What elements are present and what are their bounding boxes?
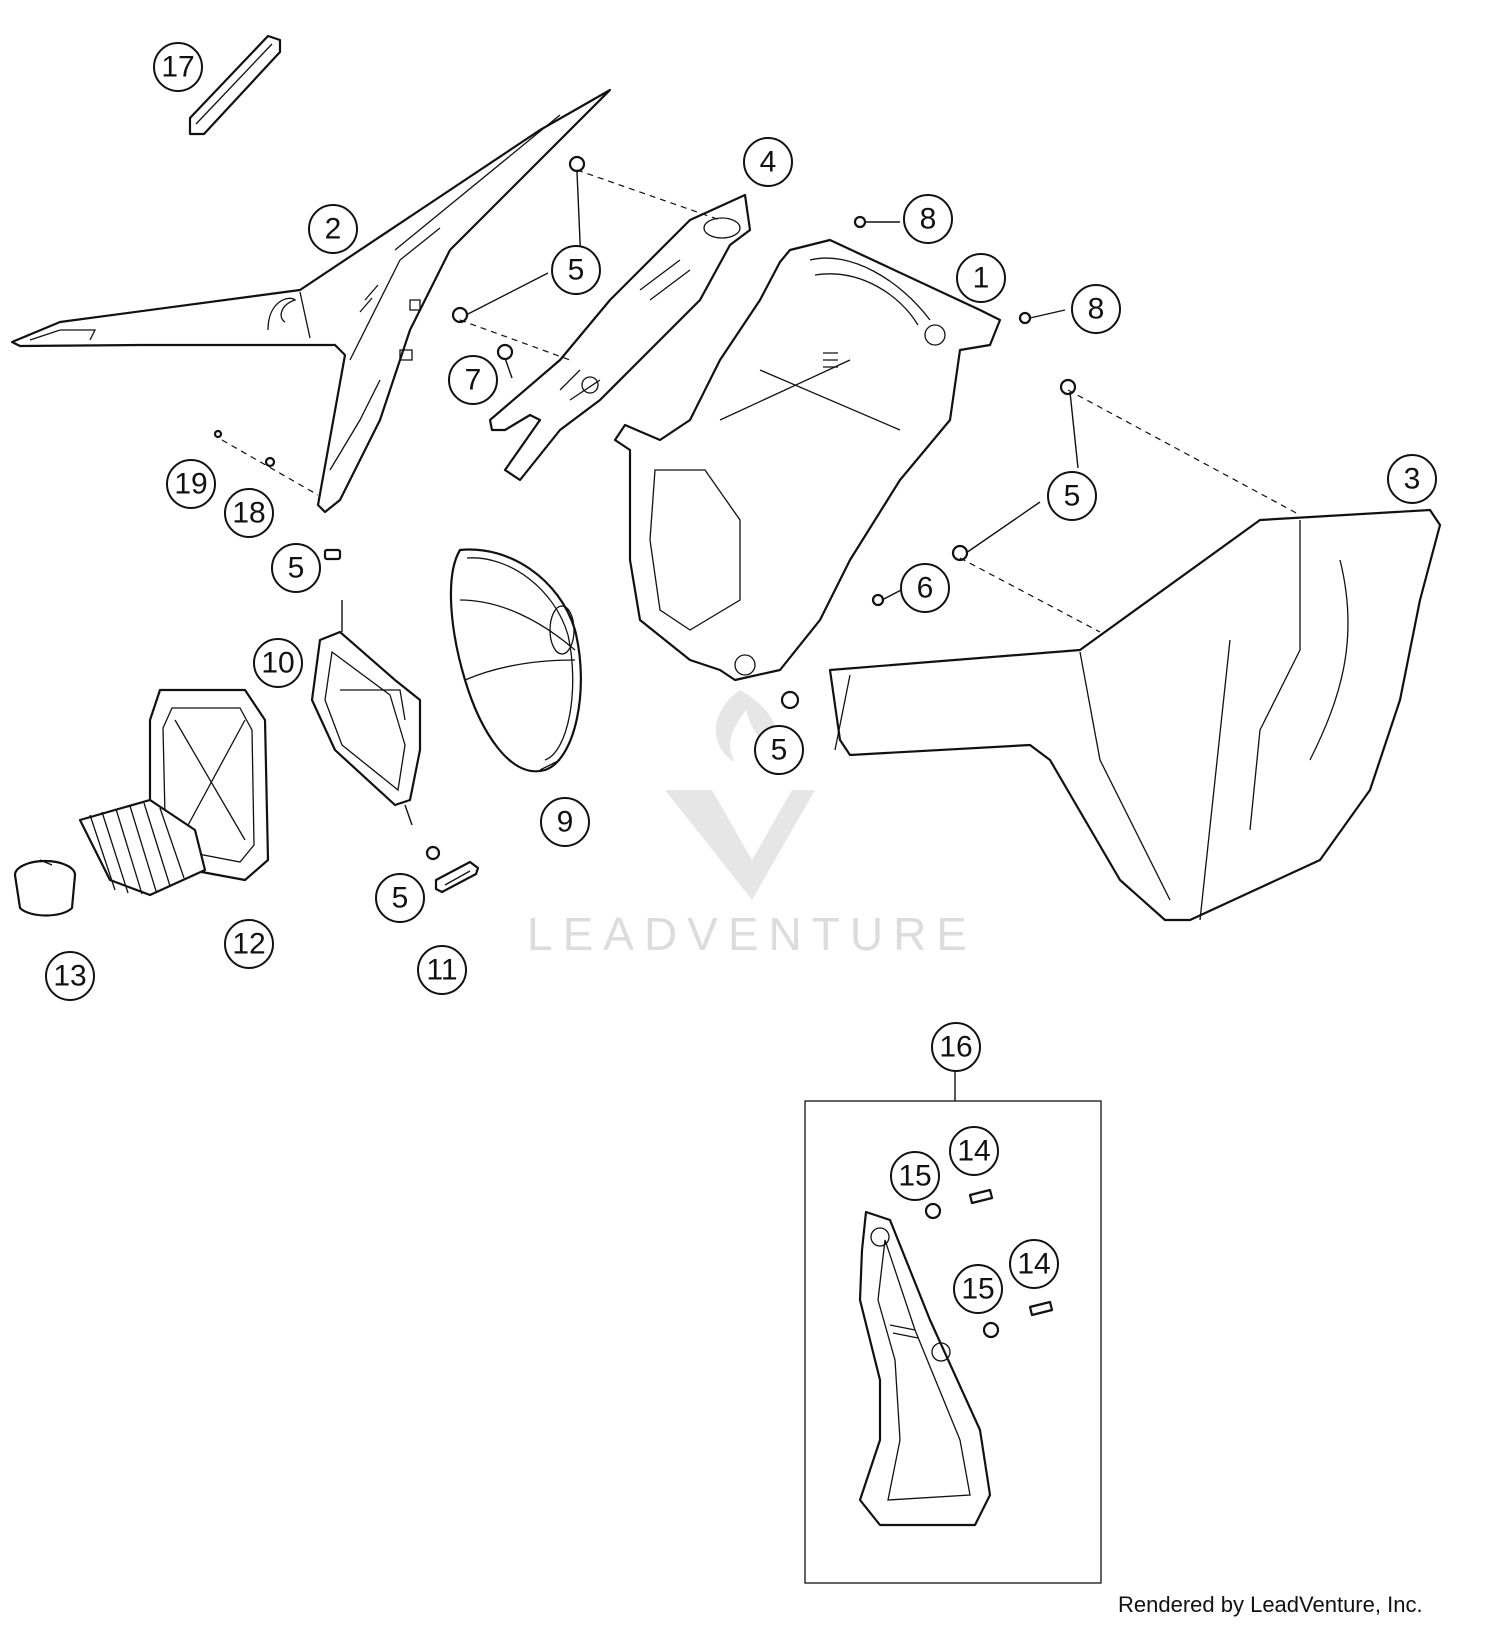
callout-15: 15 [953, 1264, 1003, 1314]
callout-19: 19 [166, 459, 216, 509]
watermark-text: LEADVENTURE [527, 908, 977, 960]
callout-12: 12 [224, 919, 274, 969]
callout-1: 1 [956, 253, 1006, 303]
svg-text:5: 5 [288, 552, 305, 585]
part-11-clip [434, 860, 480, 894]
callout-5: 5 [551, 245, 601, 295]
callout-7: 7 [448, 355, 498, 405]
part-2-left-side-cover [10, 88, 612, 514]
callout-15: 15 [890, 1151, 940, 1201]
kit-16-box [804, 1064, 1102, 1584]
svg-text:13: 13 [53, 960, 86, 993]
part-12-air-filter [78, 688, 270, 897]
svg-text:5: 5 [1064, 480, 1081, 513]
svg-text:19: 19 [174, 468, 207, 501]
part-4-bracket [488, 193, 752, 482]
svg-text:15: 15 [961, 1273, 994, 1306]
svg-text:17: 17 [161, 51, 194, 84]
callout-3: 3 [1387, 454, 1437, 504]
callout-18: 18 [224, 488, 274, 538]
fasteners [213, 155, 1077, 861]
part-9-filter-cage [449, 548, 582, 773]
svg-text:9: 9 [557, 806, 574, 839]
callout-8: 8 [903, 194, 953, 244]
svg-text:2: 2 [325, 213, 342, 246]
render-credit: Rendered by LeadVenture, Inc. [1118, 1592, 1423, 1617]
callout-2: 2 [308, 204, 358, 254]
svg-text:5: 5 [568, 254, 585, 287]
svg-text:3: 3 [1404, 463, 1421, 496]
svg-text:8: 8 [1088, 293, 1105, 326]
svg-text:14: 14 [1017, 1248, 1050, 1281]
callout-5: 5 [375, 873, 425, 923]
part-13-clamp [13, 859, 77, 917]
svg-text:18: 18 [232, 497, 265, 530]
svg-text:4: 4 [760, 146, 777, 179]
callout-9: 9 [540, 797, 590, 847]
svg-text:6: 6 [917, 572, 934, 605]
callout-16: 16 [931, 1022, 981, 1072]
callout-8: 8 [1071, 284, 1121, 334]
callout-5: 5 [288, 551, 305, 584]
svg-text:12: 12 [232, 928, 265, 961]
part-3-right-side-cover [828, 508, 1442, 922]
svg-text:8: 8 [920, 203, 937, 236]
callout-5: 5 [754, 725, 804, 775]
callout-13: 13 [45, 951, 95, 1001]
svg-text:15: 15 [898, 1160, 931, 1193]
svg-text:5: 5 [392, 882, 409, 915]
callout-10: 10 [253, 638, 303, 688]
part-1-air-box [613, 238, 1002, 682]
callout-5: 5 [271, 543, 321, 593]
callout-6: 6 [900, 563, 950, 613]
callout-14: 14 [1009, 1239, 1059, 1289]
svg-text:1: 1 [973, 262, 990, 295]
flame-v-logo-icon [665, 690, 815, 900]
svg-text:10: 10 [261, 647, 294, 680]
svg-text:14: 14 [957, 1135, 990, 1168]
assembly-lines [221, 169, 1301, 633]
svg-text:16: 16 [939, 1031, 972, 1064]
part-10-filter-frame [310, 600, 422, 826]
callouts: 17 2 4 5 5 7 8 1 8 3 5 6 19 18 5 10 5 9 … [45, 42, 1437, 1314]
callout-4: 4 [743, 137, 793, 187]
svg-text:5: 5 [771, 734, 788, 767]
svg-text:11: 11 [426, 954, 457, 987]
svg-text:7: 7 [465, 364, 482, 397]
callout-11: 11 [417, 945, 467, 995]
callout-5: 5 [1047, 471, 1097, 521]
air-filter-boot [78, 798, 207, 897]
part-17-decal [188, 34, 282, 136]
callout-14: 14 [949, 1126, 999, 1176]
callout-17: 17 [153, 42, 203, 92]
part-16-guard [858, 1210, 992, 1527]
watermark: LEADVENTURE [527, 690, 977, 960]
